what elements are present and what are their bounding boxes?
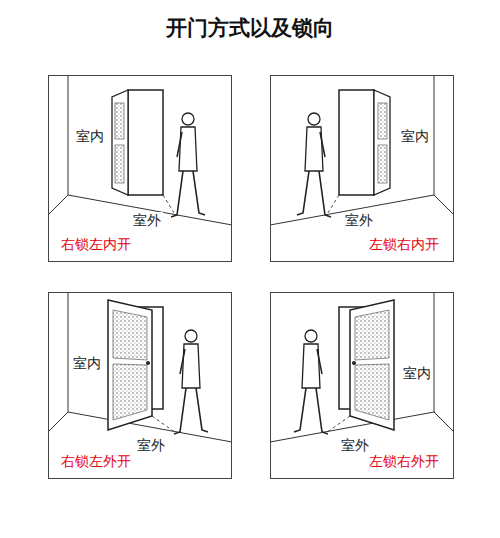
scene-panel: 室内室外右锁左内开 <box>48 75 232 262</box>
outward-door-scene <box>48 292 232 442</box>
side-label: 室外 <box>131 212 163 229</box>
scene-panel: 室内室外右锁左外开 <box>48 292 232 479</box>
lock-direction-caption: 左锁右外开 <box>367 453 441 470</box>
scene-panel: 室内室外左锁右外开 <box>270 292 454 479</box>
lock-direction-caption: 右锁左内开 <box>59 236 133 253</box>
outward-door-scene <box>270 292 454 442</box>
lock-direction-caption: 左锁右内开 <box>367 236 441 253</box>
side-label: 室内 <box>399 128 431 145</box>
scene-panel: 室内室外左锁右内开 <box>270 75 454 262</box>
diagram-title: 开门方式以及锁向 <box>0 14 500 42</box>
side-label: 室外 <box>343 212 375 229</box>
side-label: 室外 <box>339 437 371 454</box>
side-label: 室外 <box>135 437 167 454</box>
inward-door-scene <box>48 75 232 225</box>
lock-direction-caption: 右锁左外开 <box>59 453 133 470</box>
side-label: 室内 <box>74 128 106 145</box>
inward-door-scene <box>270 75 454 225</box>
side-label: 室内 <box>401 365 433 382</box>
side-label: 室内 <box>71 355 103 372</box>
